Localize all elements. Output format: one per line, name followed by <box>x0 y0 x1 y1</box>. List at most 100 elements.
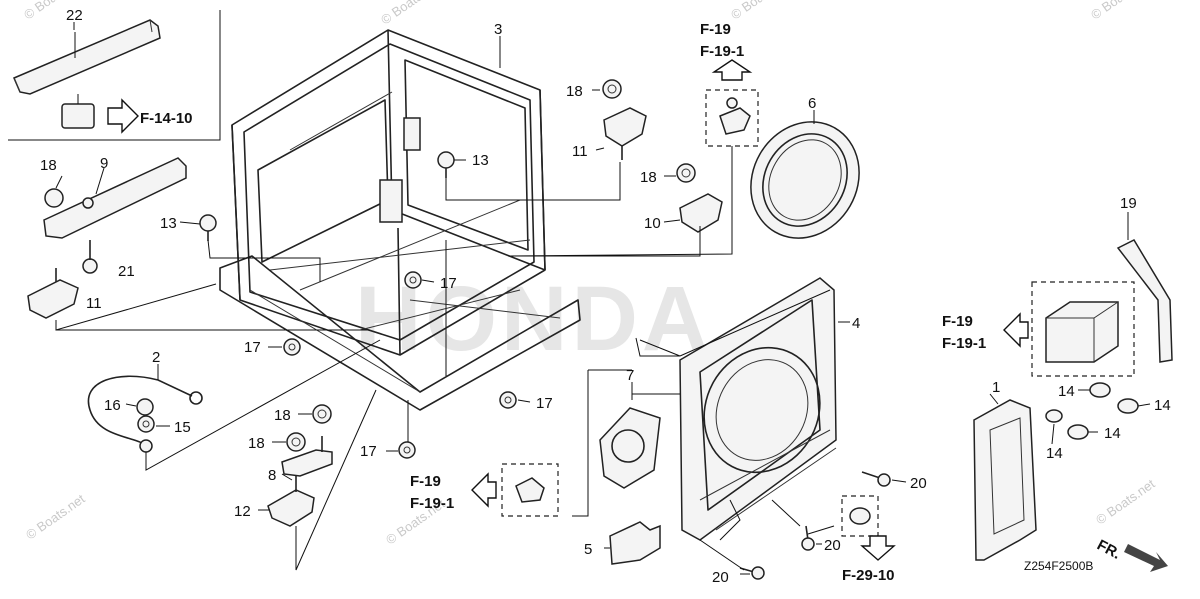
callout-17: 17 <box>536 395 553 412</box>
clip-box-bottom <box>841 495 879 537</box>
svg-text:F-19-1: F-19-1 <box>942 335 986 352</box>
clip-mid[interactable] <box>515 477 545 503</box>
leader-lines <box>55 22 1151 575</box>
callout-18: 18 <box>640 169 657 186</box>
callout-10: 10 <box>644 215 661 232</box>
callout-5: 5 <box>584 541 592 558</box>
callout-14: 14 <box>1104 425 1121 442</box>
strap-19[interactable] <box>1116 239 1173 363</box>
grommet-14-b[interactable] <box>1117 398 1139 414</box>
base-tray[interactable] <box>219 255 581 411</box>
bracket-9[interactable] <box>43 157 187 239</box>
bolt-20-b[interactable] <box>801 525 815 551</box>
inset-border <box>8 10 221 141</box>
main-frame-3[interactable] <box>231 29 546 356</box>
nut-18-lower-b[interactable] <box>286 432 306 452</box>
callout-7: 7 <box>626 367 634 384</box>
grommet-14-a[interactable] <box>1089 382 1111 398</box>
grommet-13-a[interactable] <box>437 151 455 178</box>
callout-17: 17 <box>360 443 377 460</box>
callout-18: 18 <box>40 157 57 174</box>
svg-text:F-19: F-19 <box>942 313 973 330</box>
callout-9: 9 <box>100 155 108 172</box>
callout-18: 18 <box>248 435 265 452</box>
nut-17-d[interactable] <box>398 441 416 459</box>
callout-18: 18 <box>566 83 583 100</box>
callout-17: 17 <box>244 339 261 356</box>
callout-15: 15 <box>174 419 191 436</box>
bolt-20-c[interactable] <box>739 566 765 580</box>
callout-2: 2 <box>152 349 160 366</box>
watermark: © Boats.net <box>378 0 443 27</box>
callout-17: 17 <box>440 275 457 292</box>
grommet-14-c[interactable] <box>1045 409 1063 423</box>
svg-text:F-19: F-19 <box>410 473 441 490</box>
bracket-8[interactable] <box>281 436 333 477</box>
ring-6[interactable] <box>730 102 880 258</box>
callout-22: 22 <box>66 7 83 24</box>
clamp-11-left[interactable] <box>27 268 79 319</box>
nut-16[interactable] <box>136 398 154 416</box>
clip-box-mid <box>501 463 559 517</box>
callout-14: 14 <box>1058 383 1075 400</box>
bracket-1[interactable] <box>973 399 1037 561</box>
callout-1: 1 <box>992 379 1000 396</box>
front-arrow: FR. <box>1094 537 1168 572</box>
flange-7[interactable] <box>599 407 661 489</box>
nut-18-top[interactable] <box>602 79 622 99</box>
plate-5[interactable] <box>609 521 661 565</box>
callout-20: 20 <box>712 569 729 586</box>
callout-20: 20 <box>910 475 927 492</box>
clamp-11-top[interactable] <box>603 107 647 160</box>
callout-21: 21 <box>118 263 135 280</box>
callout-13: 13 <box>472 152 489 169</box>
svg-text:FR.: FR. <box>1094 537 1123 563</box>
watermark: © Boats.net <box>23 491 88 543</box>
clamp-10[interactable] <box>679 193 723 233</box>
callout-14: 14 <box>1154 397 1171 414</box>
panel-4[interactable] <box>679 277 841 541</box>
battery[interactable] <box>1045 301 1119 363</box>
bracket-22[interactable] <box>13 19 161 129</box>
callout-20: 20 <box>824 537 841 554</box>
callout-3: 3 <box>494 21 502 38</box>
nut-18-lower-a[interactable] <box>312 404 332 424</box>
callout-13: 13 <box>160 215 177 232</box>
bolt-21[interactable] <box>82 240 98 274</box>
svg-text:F-29-10: F-29-10 <box>842 567 895 584</box>
callout-11: 11 <box>572 143 588 160</box>
bolt-20-a[interactable] <box>861 471 891 487</box>
callout-12: 12 <box>234 503 251 520</box>
callout-8: 8 <box>268 467 276 484</box>
nut-17-a[interactable] <box>404 271 422 289</box>
nut-17-b[interactable] <box>283 338 301 356</box>
grommet-14-d[interactable] <box>1067 424 1089 440</box>
svg-text:F-19-1: F-19-1 <box>700 43 744 60</box>
ref-arrow-f14-10[interactable]: F-14-10 <box>107 98 193 134</box>
washer-15[interactable] <box>137 415 155 433</box>
callout-11: 11 <box>86 295 102 312</box>
callout-18: 18 <box>274 407 291 424</box>
svg-text:F-14-10: F-14-10 <box>140 110 193 127</box>
diagram-code: Z254F2500B <box>1024 559 1093 573</box>
clamp-12[interactable] <box>267 476 315 527</box>
ref-arrow-f29-10[interactable]: F-29-10 <box>842 535 896 584</box>
ref-arrow-f19-mid[interactable]: F-19 F-19-1 <box>410 472 497 512</box>
svg-text:F-19-1: F-19-1 <box>410 495 454 512</box>
svg-text:F-19: F-19 <box>700 21 731 38</box>
watermark: © Boats.net <box>1088 0 1153 22</box>
watermark: © Boats.net <box>1093 476 1158 528</box>
clip-top[interactable] <box>719 97 751 135</box>
ref-arrow-f19-right[interactable]: F-19 F-19-1 <box>942 312 1029 352</box>
callout-19: 19 <box>1120 195 1137 212</box>
ref-arrow-f19-top[interactable]: F-19 F-19-1 <box>700 21 753 81</box>
nut-18-mid[interactable] <box>676 163 696 183</box>
nut-17-c[interactable] <box>499 391 517 409</box>
clip-bottom[interactable] <box>849 507 871 525</box>
callout-4: 4 <box>852 315 860 332</box>
callout-14: 14 <box>1046 445 1063 462</box>
watermark: © Boats.net <box>728 0 793 22</box>
grommet-13-b[interactable] <box>199 214 217 241</box>
callout-16: 16 <box>104 397 121 414</box>
